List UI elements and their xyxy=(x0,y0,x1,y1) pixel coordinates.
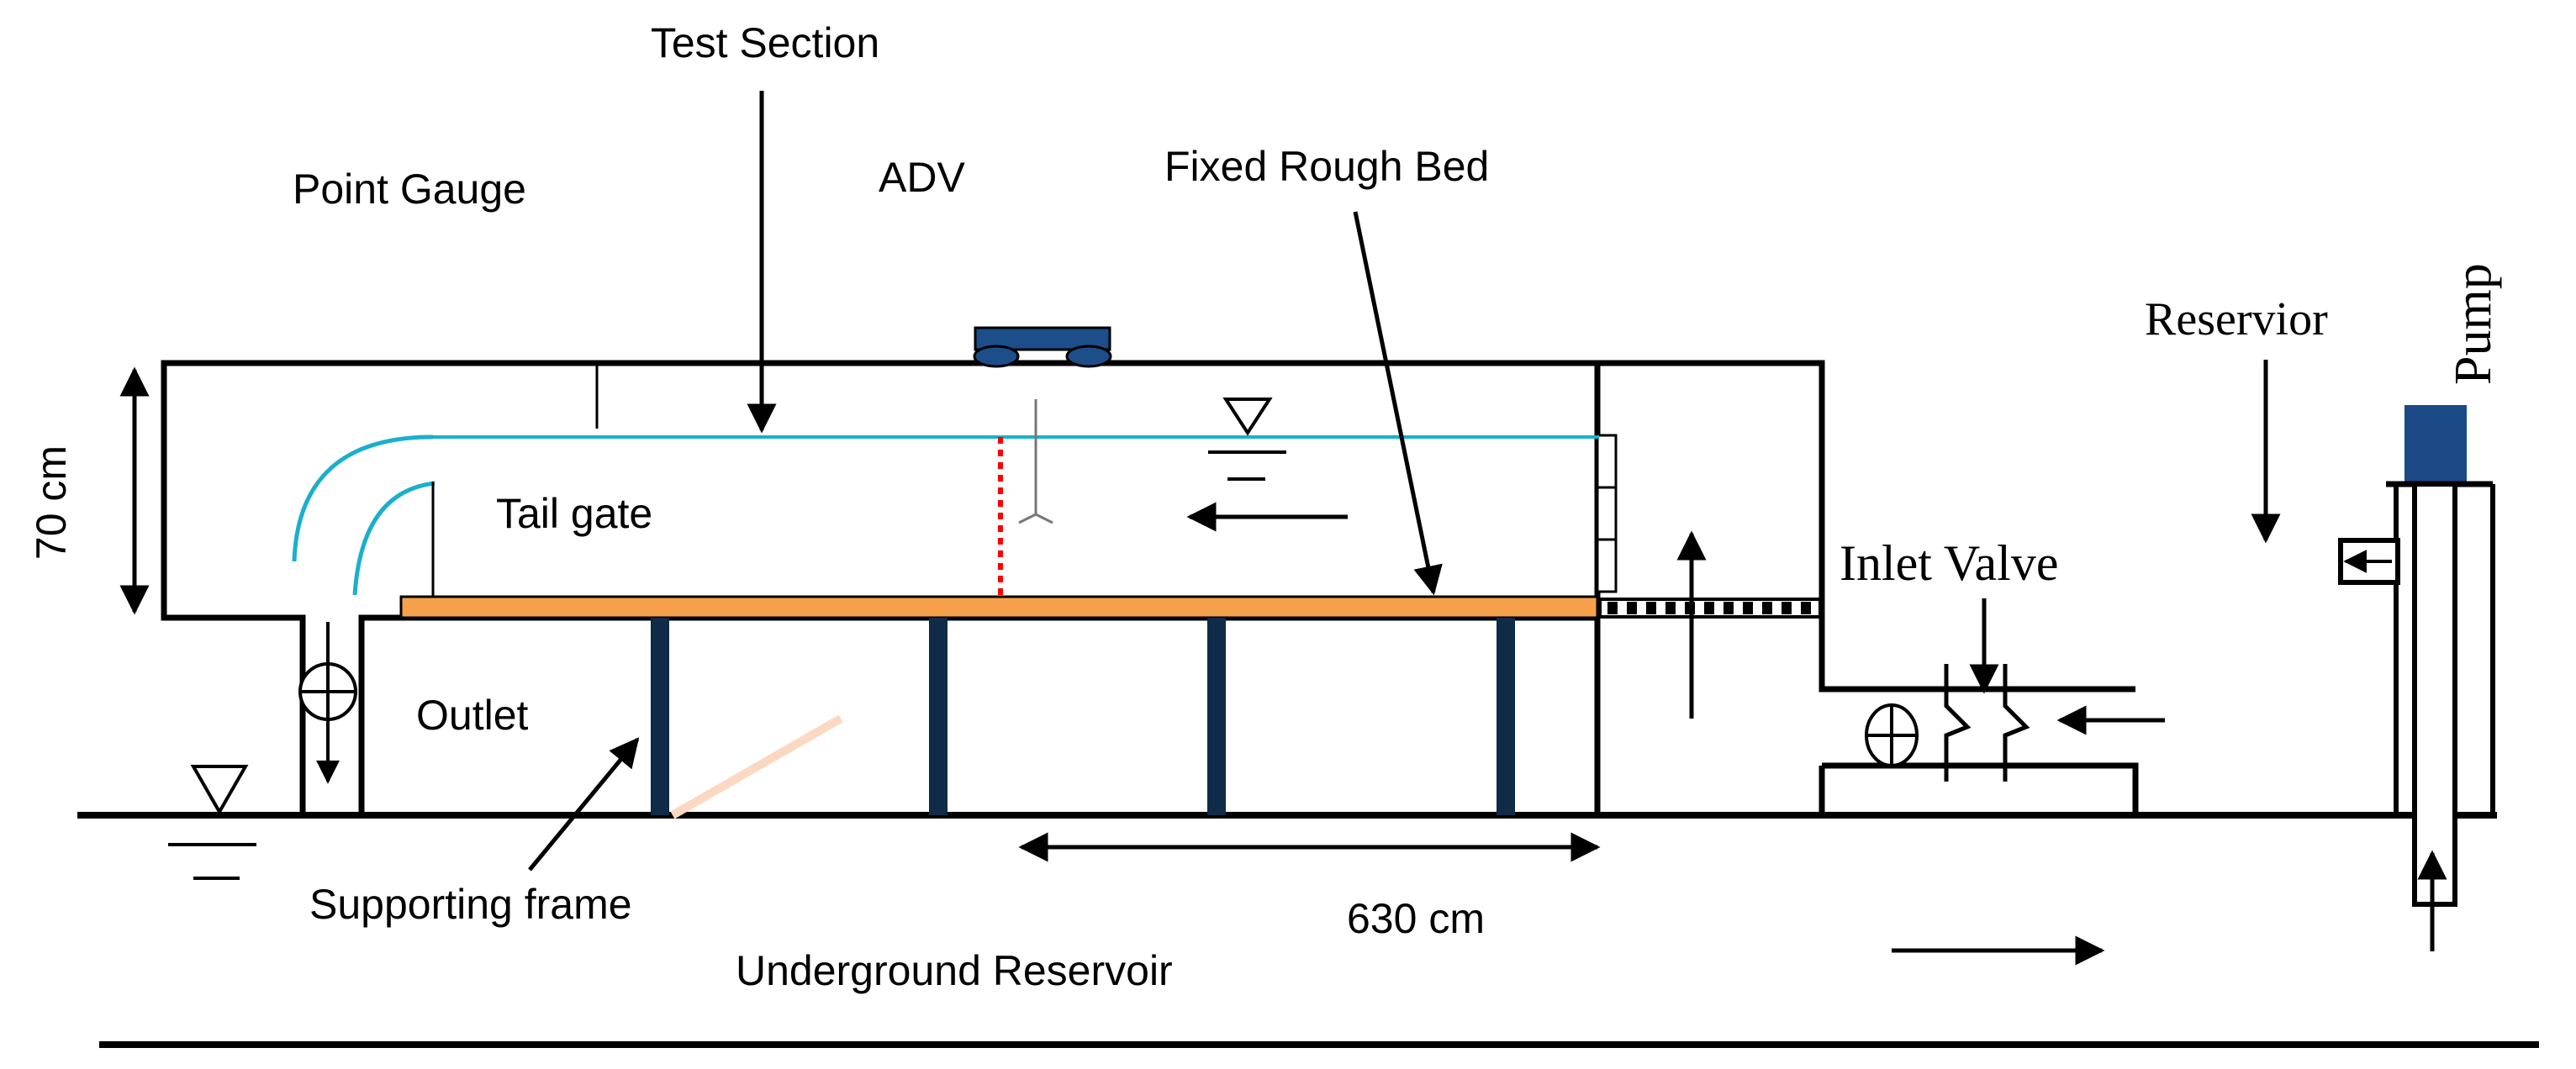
support-leg xyxy=(651,618,669,815)
honeycomb-cell xyxy=(1762,602,1772,614)
inlet-wall-slot-3 xyxy=(1596,538,1618,593)
underground-reservoir-label: Underground Reservoir xyxy=(736,947,1173,994)
honeycomb-cell xyxy=(1627,602,1637,614)
reservior-label: Reservior xyxy=(2145,293,2328,345)
honeycomb-cell xyxy=(1723,602,1734,614)
water-level-symbol xyxy=(1222,398,1273,436)
length-label: 630 cm xyxy=(1347,895,1485,942)
water-level-symbol xyxy=(190,765,249,816)
inlet-valve-gate xyxy=(2003,664,2030,782)
test-section-label: Test Section xyxy=(651,19,879,66)
honeycomb-cell xyxy=(1743,602,1753,614)
outer-jet-curve xyxy=(292,434,434,562)
honeycomb-cell xyxy=(1665,602,1676,614)
inlet-valve-gate xyxy=(1944,664,1972,782)
honeycomb-cell xyxy=(1704,602,1714,614)
support-leg xyxy=(1207,618,1226,815)
pump-motor xyxy=(2404,405,2467,482)
honeycomb-cell xyxy=(1607,602,1618,614)
adv-probe-tip xyxy=(1018,513,1053,524)
height-label: 70 cm xyxy=(28,445,75,560)
inlet-valve-label: Inlet Valve xyxy=(1840,535,2058,591)
pump-pipe xyxy=(2412,482,2457,907)
adv-label: ADV xyxy=(879,154,965,201)
faint-diagonal xyxy=(670,714,843,819)
inlet-tank xyxy=(1597,360,2139,815)
adv-wheel xyxy=(1065,345,1112,368)
inner-jet-curve xyxy=(352,481,435,596)
support-leg xyxy=(1497,618,1515,815)
supporting-frame-label: Supporting frame xyxy=(309,881,632,928)
honeycomb-cells xyxy=(1607,602,1811,614)
inlet-wall-slot-2 xyxy=(1596,486,1618,541)
adv-wheel xyxy=(973,345,1020,368)
honeycomb-cell xyxy=(1646,602,1656,614)
honeycomb-cell xyxy=(1782,602,1792,614)
honeycomb-cell xyxy=(1801,602,1811,614)
fixed-rough-bed-label: Fixed Rough Bed xyxy=(1164,143,1489,190)
inlet-wall-slot-1 xyxy=(1596,434,1618,489)
tail-gate-label: Tail gate xyxy=(496,490,652,537)
fixed-rough-bed-arrow xyxy=(1353,211,1443,596)
supporting-frame-arrow xyxy=(528,737,640,872)
flume-outline xyxy=(161,360,1601,815)
fixed-rough-bed xyxy=(399,595,1599,619)
support-leg xyxy=(929,618,948,815)
point-gauge-label: Point Gauge xyxy=(293,166,526,213)
pump-label: Pump xyxy=(2445,263,2502,385)
outlet-label: Outlet xyxy=(416,692,529,739)
